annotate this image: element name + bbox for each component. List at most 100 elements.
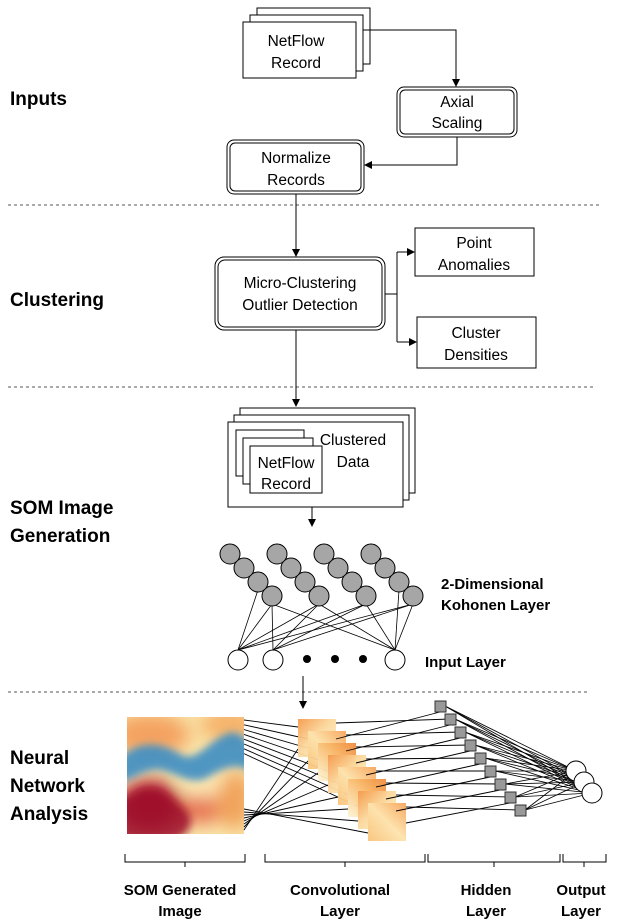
- hidden-link: [405, 806, 521, 811]
- output-link: [444, 705, 577, 772]
- section-inputs-label: Inputs: [10, 89, 67, 110]
- output-link: [464, 731, 585, 783]
- point-anomalies-box: [414, 227, 535, 277]
- kohonen-node: [233, 557, 255, 579]
- axial-scaling-line1: Axial: [440, 94, 474, 111]
- clustered-data-line2: Data: [337, 454, 370, 471]
- inner-netflow-line2: Record: [261, 476, 311, 493]
- kohonen-layer-nodes: [219, 543, 424, 607]
- kohonen-link: [272, 603, 320, 651]
- clustering-arrows: [292, 248, 417, 407]
- kohonen-layer-label-line2: Kohonen Layer: [441, 597, 550, 614]
- som-image-label-line1: SOM Generated: [124, 882, 237, 899]
- kohonen-node: [308, 585, 330, 607]
- kohonen-link: [272, 603, 367, 651]
- kohonen-link: [271, 603, 274, 651]
- kohonen-node: [266, 543, 288, 565]
- kohonen-link: [237, 603, 367, 651]
- section-nn-label-line1: Neural: [10, 748, 69, 769]
- output-link: [454, 718, 577, 772]
- micro-clustering-line2: Outlier Detection: [242, 297, 357, 314]
- brace-som-image: [124, 854, 246, 867]
- section-nn-label-line2: Network: [10, 776, 85, 797]
- section-dividers: [8, 204, 600, 693]
- micro-clustering-box: [214, 256, 386, 331]
- kohonen-layer-label-line1: 2-Dimensional: [441, 576, 544, 593]
- convolutional-layer-maps: [298, 719, 406, 841]
- hidden-link: [365, 757, 481, 760]
- kohonen-node: [327, 557, 349, 579]
- kohonen-link: [271, 603, 396, 651]
- hidden-link: [335, 718, 451, 724]
- point-anomalies-line1: Point: [456, 235, 492, 252]
- section-som-label-line1: SOM Image: [10, 498, 113, 519]
- kohonen-link: [365, 603, 396, 651]
- conv-map: [368, 803, 406, 841]
- micro-clustering-line1: Micro-Clustering: [244, 275, 357, 292]
- conv-link: [243, 719, 299, 728]
- output-link: [504, 770, 577, 785]
- hidden-node: [484, 765, 497, 778]
- cluster-densities-line2: Densities: [444, 347, 508, 364]
- output-link: [444, 705, 593, 794]
- netflow-record-stack: [242, 7, 371, 79]
- output-link: [464, 731, 577, 772]
- kohonen-node: [402, 585, 424, 607]
- hidden-link: [395, 794, 511, 798]
- som-generated-image: [127, 717, 244, 834]
- section-nn-label-line3: Analysis: [10, 804, 88, 825]
- conv-link: [243, 811, 359, 822]
- output-link: [474, 744, 593, 794]
- hidden-node: [504, 791, 517, 804]
- output-layer-label-line2: Layer: [561, 903, 601, 920]
- output-link: [514, 781, 585, 798]
- kohonen-link: [237, 603, 414, 651]
- output-link: [494, 770, 585, 783]
- section-som-label-line2: Generation: [10, 526, 110, 547]
- input-node: [384, 649, 406, 671]
- cluster-densities-line1: Cluster: [451, 325, 500, 342]
- kohonen-link: [394, 589, 400, 651]
- kohonen-link: [237, 603, 273, 651]
- netflow-record-line1: NetFlow: [268, 33, 326, 50]
- input-layer-ellipsis: [303, 655, 367, 663]
- hidden-layer-nodes: [434, 700, 527, 817]
- hidden-node: [474, 752, 487, 765]
- kohonen-node: [374, 557, 396, 579]
- kohonen-node: [313, 543, 335, 565]
- output-link: [524, 781, 585, 811]
- inner-netflow-stack: [235, 429, 323, 494]
- kohonen-node: [388, 571, 410, 593]
- hidden-to-output-connections: [444, 705, 593, 811]
- output-link: [514, 770, 577, 798]
- kohonen-node: [219, 543, 241, 565]
- point-anomalies-line2: Anomalies: [438, 257, 511, 274]
- output-link: [484, 757, 577, 772]
- input-layer-nodes: [227, 649, 406, 671]
- normalize-records-line2: Records: [267, 172, 325, 189]
- hidden-node: [494, 778, 507, 791]
- hidden-link: [385, 782, 501, 785]
- kohonen-link: [237, 603, 320, 651]
- brace-output: [562, 854, 607, 867]
- conv-link: [243, 796, 339, 819]
- normalize-records-line1: Normalize: [261, 150, 331, 167]
- som-image-label-line2: Image: [158, 903, 201, 920]
- inner-netflow-line1: NetFlow: [258, 455, 316, 472]
- output-link: [504, 783, 593, 794]
- kohonen-node: [247, 571, 269, 593]
- hidden-node: [514, 804, 527, 817]
- output-link: [474, 744, 577, 772]
- conv-layer-label-line1: Convolutional: [290, 882, 390, 899]
- kohonen-connections: [237, 589, 414, 651]
- brace-hidden: [427, 854, 561, 867]
- section-clustering-label: Clustering: [10, 290, 104, 311]
- hidden-layer-label-line2: Layer: [466, 903, 506, 920]
- hidden-node: [434, 700, 447, 713]
- kohonen-node: [360, 543, 382, 565]
- hidden-link: [355, 744, 471, 748]
- output-node: [581, 782, 603, 804]
- output-link: [504, 781, 585, 785]
- output-link: [494, 770, 593, 794]
